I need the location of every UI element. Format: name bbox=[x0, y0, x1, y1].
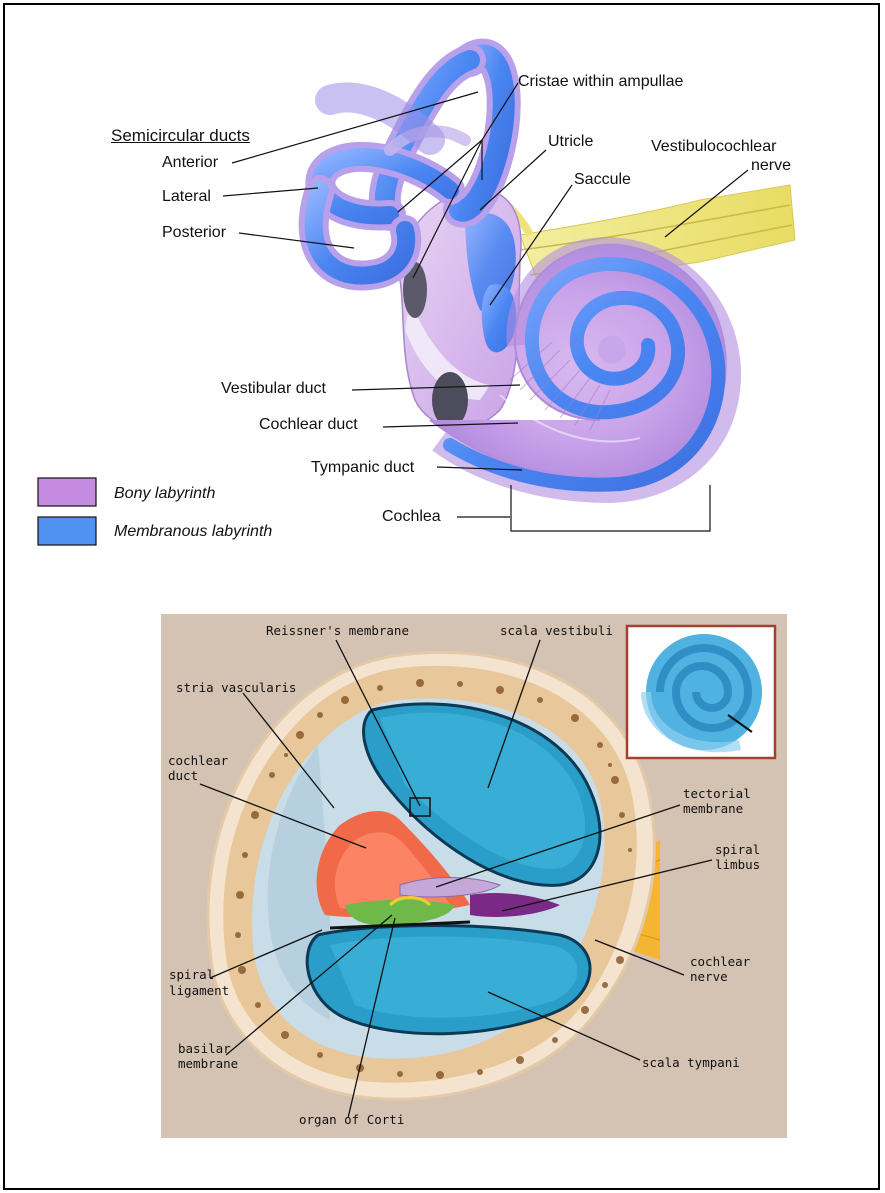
label-reissners-membrane: Reissner's membrane bbox=[266, 624, 409, 638]
label-basilar-line2: membrane bbox=[178, 1057, 238, 1071]
legend-swatch-membranous bbox=[38, 517, 96, 545]
label-scala-vestibuli: scala vestibuli bbox=[500, 624, 613, 638]
label-vestibulocochlear-line1: Vestibulocochlear bbox=[651, 139, 776, 155]
label-lateral: Lateral bbox=[162, 189, 211, 205]
label-utricle: Utricle bbox=[548, 134, 593, 150]
label-stria-vascularis: stria vascularis bbox=[176, 681, 296, 695]
legend-label-membranous: Membranous labyrinth bbox=[114, 524, 272, 540]
label-cochlear-duct-line2: duct bbox=[168, 769, 198, 783]
label-spiral-ligament-line1: spiral bbox=[169, 968, 214, 982]
label-cochlear-nerve-line1: cochlear bbox=[690, 955, 750, 969]
label-cristae: Cristae within ampullae bbox=[518, 74, 683, 90]
label-cochlear-nerve-line2: nerve bbox=[690, 970, 728, 984]
semicircular-ducts-header: Semicircular ducts bbox=[111, 127, 250, 144]
legend-swatch-bony bbox=[38, 478, 96, 506]
legend-label-bony: Bony labyrinth bbox=[114, 486, 215, 502]
label-basilar-line1: basilar bbox=[178, 1042, 231, 1056]
label-spiral-ligament-line2: ligament bbox=[169, 984, 229, 998]
label-tectorial-line1: tectorial bbox=[683, 787, 751, 801]
label-tectorial-line2: membrane bbox=[683, 802, 743, 816]
label-anterior: Anterior bbox=[162, 155, 218, 171]
inset-spiral bbox=[627, 626, 775, 758]
label-cochlear-duct: Cochlear duct bbox=[259, 417, 358, 433]
label-cochlear-duct-line1: cochlear bbox=[168, 754, 228, 768]
label-scala-tympani: scala tympani bbox=[642, 1056, 740, 1070]
label-saccule: Saccule bbox=[574, 172, 631, 188]
label-cochlea: Cochlea bbox=[382, 509, 441, 525]
label-vestibulocochlear-line2: nerve bbox=[751, 158, 791, 174]
label-vestibular-duct: Vestibular duct bbox=[221, 381, 326, 397]
label-organ-of-corti: organ of Corti bbox=[299, 1113, 404, 1127]
label-spiral-limbus-line2: limbus bbox=[715, 858, 760, 872]
label-tympanic-duct: Tympanic duct bbox=[311, 460, 414, 476]
label-posterior: Posterior bbox=[162, 225, 226, 241]
label-spiral-limbus-line1: spiral bbox=[715, 843, 760, 857]
